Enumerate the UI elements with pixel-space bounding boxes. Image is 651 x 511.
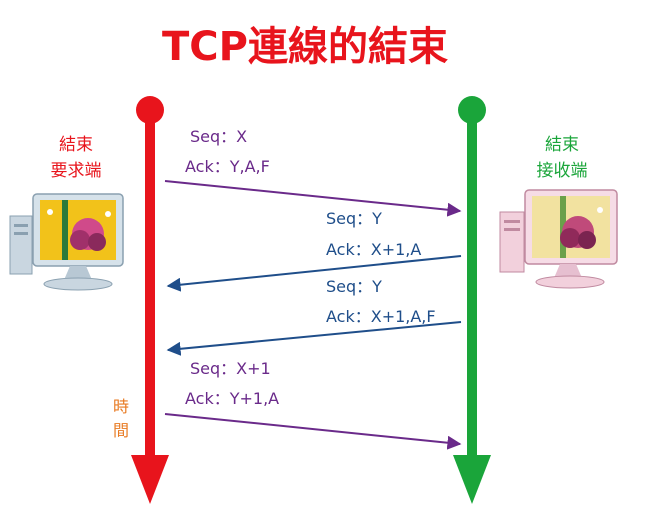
message-4: Seq：X+1 Ack：Y+1,A <box>164 359 462 450</box>
message-2-seq: Seq：Y <box>326 209 382 228</box>
message-3-ack: Ack：X+1,A,F <box>326 307 436 326</box>
receiver-timeline <box>453 96 491 504</box>
message-1: Seq：X Ack：Y,A,F <box>164 127 462 217</box>
page-title: TCP連線的結束 <box>162 24 448 70</box>
message-4-arrow <box>164 413 462 450</box>
message-3-arrow <box>166 321 462 356</box>
message-1-arrow <box>164 180 462 217</box>
sender-timeline <box>131 96 169 504</box>
receiver-label-line2: 接收端 <box>537 161 588 181</box>
message-2: Seq：Y Ack：X+1,A <box>166 209 462 292</box>
receiver-label-line1: 結束 <box>545 135 579 155</box>
time-axis-label-line2: 間 <box>113 421 129 440</box>
time-axis-label-line1: 時 <box>113 397 129 416</box>
receiver-computer-icon <box>499 189 618 289</box>
sender-timeline-line <box>145 110 155 460</box>
message-3: Seq：Y Ack：X+1,A,F <box>166 277 462 356</box>
sender-label-line2: 要求端 <box>51 161 102 181</box>
sender-computer-icon <box>9 193 124 291</box>
sender-label-line1: 結束 <box>59 135 93 155</box>
sender-timeline-arrowhead <box>131 455 169 504</box>
message-2-ack: Ack：X+1,A <box>326 240 421 259</box>
receiver-timeline-arrowhead <box>453 455 491 504</box>
message-2-arrow <box>166 255 462 292</box>
message-1-seq: Seq：X <box>190 127 247 146</box>
message-4-seq: Seq：X+1 <box>190 359 271 378</box>
receiver-timeline-line <box>467 110 477 460</box>
message-1-ack: Ack：Y,A,F <box>185 157 270 176</box>
message-3-seq: Seq：Y <box>326 277 382 296</box>
message-4-ack: Ack：Y+1,A <box>185 389 279 408</box>
